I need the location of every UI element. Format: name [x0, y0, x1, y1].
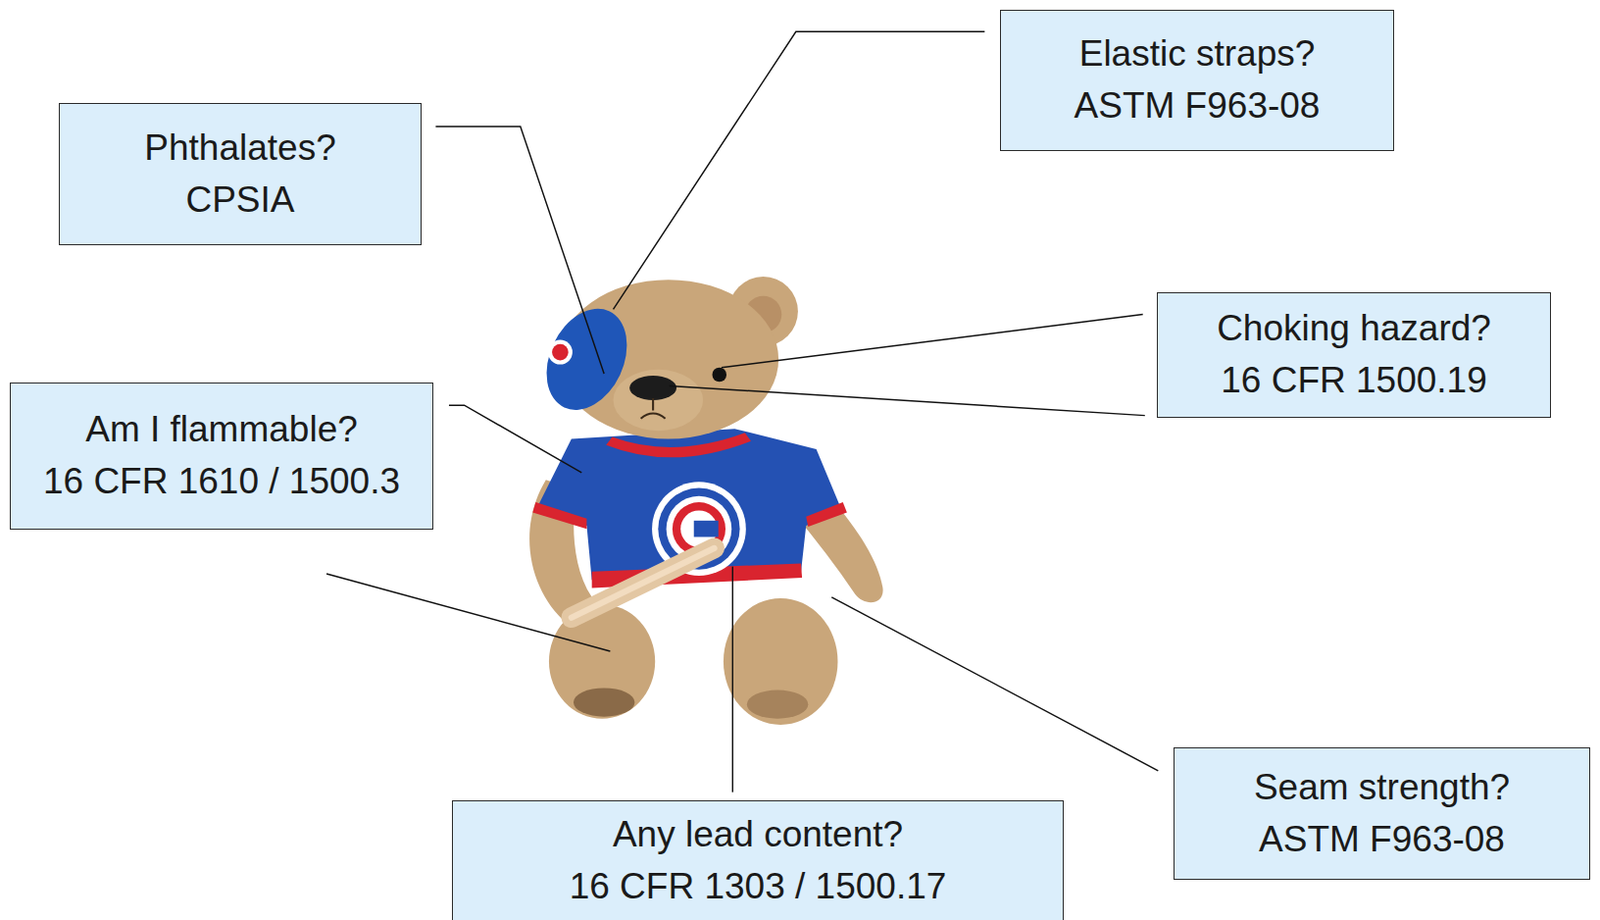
regulation-reference: 16 CFR 1500.19 — [1220, 354, 1488, 407]
shirt-trim — [805, 501, 848, 527]
callout-question: Phthalates? — [144, 122, 336, 175]
bear-foot-pad — [747, 690, 808, 719]
regulation-reference: 16 CFR 1610 / 1500.3 — [43, 455, 400, 508]
leader-line — [326, 573, 610, 651]
leader-line — [831, 597, 1158, 771]
regulation-reference: ASTM F963-08 — [1258, 813, 1505, 866]
callout-box: Am I flammable?16 CFR 1610 / 1500.3 — [9, 382, 434, 530]
callout-question: Choking hazard? — [1216, 302, 1492, 355]
bear-muzzle — [613, 369, 704, 431]
cap-logo — [551, 344, 569, 361]
bear-leg — [723, 598, 839, 725]
regulation-reference: ASTM F963-08 — [1074, 80, 1321, 133]
callout-box: Choking hazard?16 CFR 1500.19 — [1156, 292, 1551, 418]
logo-mark — [694, 520, 719, 538]
callout-question: Seam strength? — [1253, 761, 1510, 814]
leader-line — [613, 31, 986, 309]
toy-bat — [571, 548, 715, 618]
regulation-reference: 16 CFR 1303 / 1500.17 — [569, 860, 948, 913]
callout-box: Any lead content?16 CFR 1303 / 1500.17 — [451, 800, 1064, 920]
callout-box: Seam strength?ASTM F963-08 — [1173, 747, 1591, 880]
cap-logo — [548, 340, 573, 365]
regulation-reference: CPSIA — [185, 174, 295, 227]
callout-box: Phthalates?CPSIA — [58, 102, 422, 246]
leader-line — [669, 385, 1146, 415]
callout-question: Elastic straps? — [1079, 28, 1316, 81]
callout-box: Elastic straps?ASTM F963-08 — [1000, 9, 1395, 151]
leader-line — [732, 566, 734, 793]
bear-foot-pad — [573, 687, 635, 716]
bear-eye — [711, 367, 727, 383]
shirt-trim — [532, 501, 587, 529]
callout-question: Am I flammable? — [85, 403, 358, 456]
bear-nose — [629, 375, 677, 400]
bear-mouth — [641, 398, 666, 419]
leader-line — [449, 404, 582, 473]
bear-cap — [531, 295, 644, 423]
callout-question: Any lead content? — [612, 808, 903, 861]
leader-line — [435, 126, 604, 374]
toy-bat-highlight — [571, 548, 715, 618]
leader-line — [721, 314, 1144, 368]
